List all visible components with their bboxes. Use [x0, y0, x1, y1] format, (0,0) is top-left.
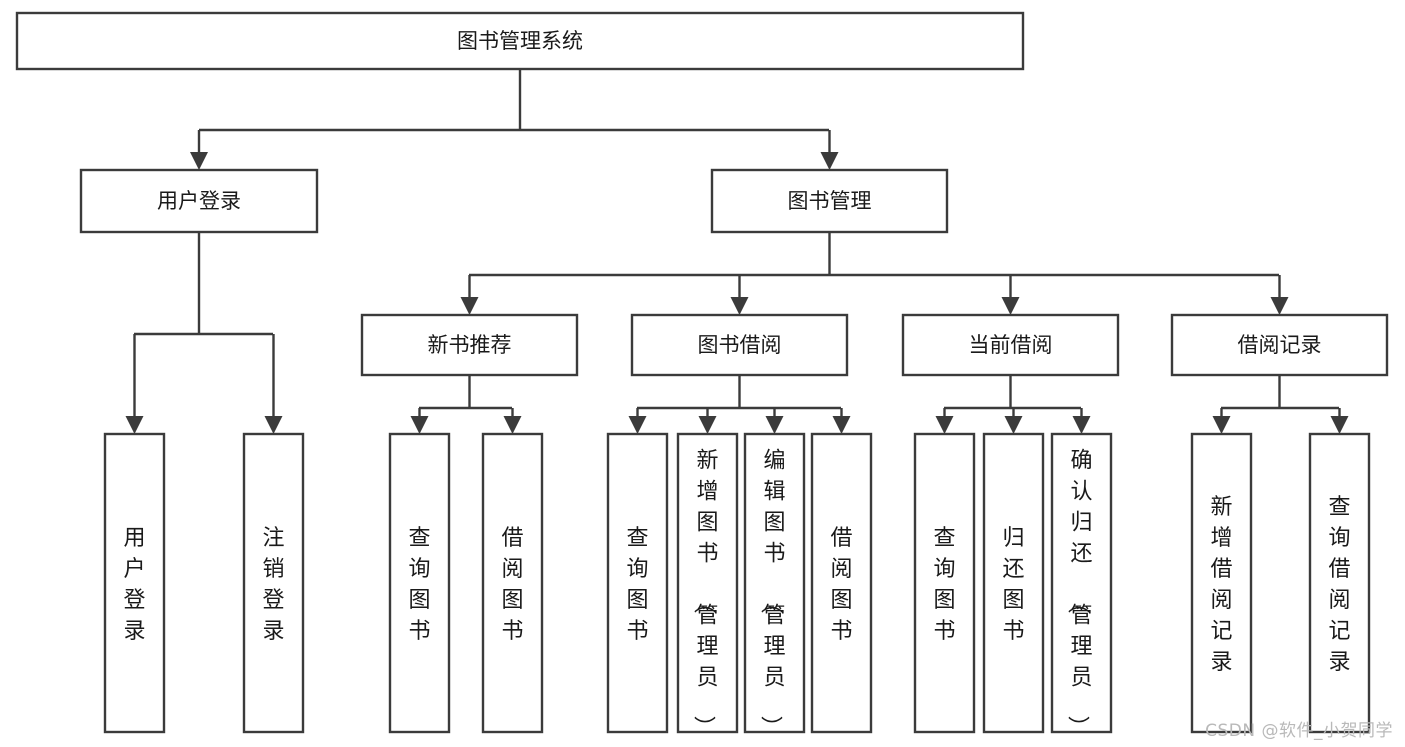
level2-node-label: 图书借阅: [698, 333, 782, 357]
leaf-node-box[interactable]: [1050, 432, 1113, 734]
arrow-to-level2-3: [1270, 275, 1289, 315]
leaf-node[interactable]: 确认归还（管理员）: [1050, 432, 1113, 738]
arrow-to-leaf-0: [125, 334, 144, 434]
arrow-to-leaf-6: [765, 408, 784, 434]
arrow-to-level1-1: [820, 130, 839, 170]
level2-node[interactable]: 新书推荐: [360, 313, 579, 377]
leaf-node[interactable]: 新增图书（管理员）: [676, 432, 739, 738]
node-layer: 图书管理系统用户登录图书管理新书推荐图书借阅当前借阅借阅记录用户登录注销登录查询…: [15, 11, 1389, 738]
leaf-node[interactable]: 注销登录: [242, 432, 305, 734]
leaf-node[interactable]: 归还图书: [982, 432, 1045, 734]
leaf-node-box[interactable]: [676, 432, 739, 734]
level2-node[interactable]: 图书借阅: [630, 313, 849, 377]
level1-node-label: 图书管理: [788, 189, 872, 213]
leaf-node-box[interactable]: [1190, 432, 1253, 734]
arrow-to-level1-0: [190, 130, 208, 170]
leaf-node-label: 借阅图书: [501, 526, 523, 644]
level2-node-label: 借阅记录: [1238, 333, 1322, 357]
level2-node[interactable]: 当前借阅: [901, 313, 1120, 377]
leaf-node-label: 查询图书: [933, 526, 955, 644]
leaf-node[interactable]: 查询图书: [388, 432, 451, 734]
level2-node-box[interactable]: [630, 313, 849, 377]
leaf-node-label: 查询借阅记录: [1328, 495, 1350, 675]
leaf-node-box[interactable]: [388, 432, 451, 734]
arrow-to-level2-1: [730, 275, 749, 315]
leaf-node[interactable]: 新增借阅记录: [1190, 432, 1253, 734]
leaf-node-label: 注销登录: [262, 526, 284, 644]
arrow-to-leaf-10: [1072, 408, 1091, 434]
root-node-box[interactable]: [15, 11, 1025, 71]
leaf-node-box[interactable]: [743, 432, 806, 734]
arrow-to-leaf-2: [410, 408, 429, 434]
leaf-node-box[interactable]: [810, 432, 873, 734]
leaf-node-label: 新增借阅记录: [1210, 495, 1232, 675]
arrow-to-leaf-11: [1212, 408, 1231, 434]
leaf-node[interactable]: 用户登录: [103, 432, 166, 734]
level1-node-label: 用户登录: [157, 189, 241, 213]
level2-node-box[interactable]: [1170, 313, 1389, 377]
arrow-to-level2-0: [460, 275, 479, 315]
arrow-to-leaf-5: [698, 408, 717, 434]
leaf-node-label: 借阅图书: [830, 526, 852, 644]
leaf-node[interactable]: 借阅图书: [810, 432, 873, 734]
level1-node[interactable]: 用户登录: [79, 168, 319, 234]
arrow-to-leaf-4: [628, 408, 647, 434]
root-node[interactable]: 图书管理系统: [15, 11, 1025, 71]
leaf-node[interactable]: 查询借阅记录: [1308, 432, 1371, 734]
leaf-node-label: 用户登录: [123, 526, 145, 644]
leaf-node-box[interactable]: [606, 432, 669, 734]
leaf-node-box[interactable]: [913, 432, 976, 734]
leaf-node-label: 新增图书（管理员）: [690, 449, 718, 738]
arrow-to-leaf-8: [935, 408, 954, 434]
arrow-to-leaf-12: [1330, 408, 1349, 434]
level2-node-box[interactable]: [360, 313, 579, 377]
leaf-node[interactable]: 编辑图书（管理员）: [743, 432, 806, 738]
leaf-node-box[interactable]: [982, 432, 1045, 734]
leaf-node-box[interactable]: [242, 432, 305, 734]
leaf-node[interactable]: 查询图书: [913, 432, 976, 734]
level1-node-box[interactable]: [710, 168, 949, 234]
level2-node-label: 新书推荐: [428, 333, 512, 357]
level2-node-label: 当前借阅: [969, 333, 1053, 357]
leaf-node-label: 编辑图书（管理员）: [757, 449, 785, 738]
arrow-to-leaf-1: [264, 334, 283, 434]
arrow-to-leaf-3: [503, 408, 522, 434]
leaf-node-label: 查询图书: [408, 526, 430, 644]
leaf-node-label: 确认归还（管理员）: [1064, 449, 1092, 738]
level2-node-box[interactable]: [901, 313, 1120, 377]
level1-node-box[interactable]: [79, 168, 319, 234]
leaf-node-box[interactable]: [481, 432, 544, 734]
leaf-node-box[interactable]: [103, 432, 166, 734]
level2-node[interactable]: 借阅记录: [1170, 313, 1389, 377]
root-node-label: 图书管理系统: [457, 29, 583, 53]
leaf-node-box[interactable]: [1308, 432, 1371, 734]
level1-node[interactable]: 图书管理: [710, 168, 949, 234]
arrow-to-leaf-9: [1004, 408, 1023, 434]
arrow-to-level2-2: [1001, 275, 1020, 315]
leaf-node-label: 查询图书: [626, 526, 648, 644]
leaf-node-label: 归还图书: [1002, 526, 1024, 644]
connector-layer: [125, 69, 1349, 434]
csdn-watermark: CSDN @软件_小贺同学: [1205, 721, 1393, 741]
arrow-to-leaf-7: [832, 408, 851, 434]
leaf-node[interactable]: 查询图书: [606, 432, 669, 734]
leaf-node[interactable]: 借阅图书: [481, 432, 544, 734]
